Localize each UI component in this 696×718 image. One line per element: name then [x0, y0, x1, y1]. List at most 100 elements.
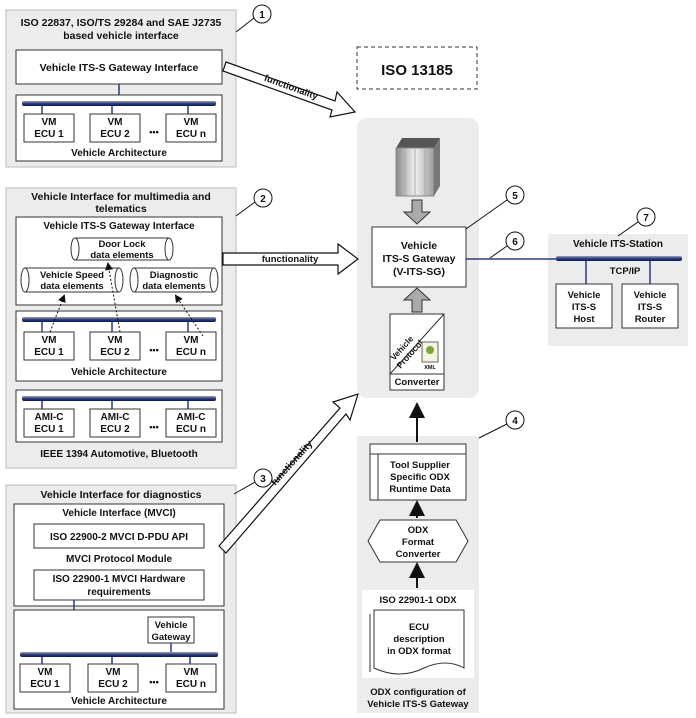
panel1-ecu-1 — [23, 113, 75, 143]
callout-1: 1 — [235, 4, 272, 33]
callout-7: 7 — [617, 207, 656, 237]
svg-text:ECU n: ECU n — [176, 424, 206, 435]
svg-text:ECU 1: ECU 1 — [34, 129, 64, 140]
svg-text:Diagnostic: Diagnostic — [150, 270, 199, 281]
svg-text:Vehicle: Vehicle — [568, 290, 601, 301]
panel2-ecu-1 — [23, 331, 75, 361]
svg-text:ECU n: ECU n — [176, 347, 206, 358]
panel2-title-line2: telematics — [95, 203, 147, 215]
panel1-title-line2: based vehicle interface — [63, 30, 179, 42]
svg-text:Specific ODX: Specific ODX — [390, 472, 450, 483]
panel3-title: Vehicle Interface for diagnostics — [40, 489, 201, 501]
panel3-bus — [20, 652, 218, 657]
panel3-architecture-label: Vehicle Architecture — [71, 696, 167, 707]
iso-13185-label: ISO 13185 — [381, 62, 453, 79]
svg-text:VM: VM — [42, 117, 57, 128]
svg-text:Gateway: Gateway — [151, 632, 191, 643]
svg-text:6: 6 — [512, 237, 518, 248]
svg-text:VM: VM — [184, 117, 199, 128]
panel-vehicle-interface-iso: ISO 22837, ISO/TS 29284 and SAE J2735 ba… — [5, 9, 237, 168]
svg-text:ODX configuration of: ODX configuration of — [370, 687, 466, 698]
svg-text:Host: Host — [573, 314, 595, 325]
svg-text:ISO 22901-1 ODX: ISO 22901-1 ODX — [379, 595, 457, 606]
svg-text:in ODX format: in ODX format — [387, 646, 452, 657]
svg-text:3: 3 — [260, 474, 266, 485]
svg-text:functionality: functionality — [262, 254, 319, 265]
svg-text:ECU 2: ECU 2 — [100, 129, 130, 140]
callout-2: 2 — [235, 188, 273, 217]
svg-text:VM: VM — [106, 667, 121, 678]
svg-text:ECU 2: ECU 2 — [100, 424, 130, 435]
odx-configuration-panel: Tool Supplier Specific ODX Runtime Data … — [357, 402, 479, 713]
ami-c-ecu-1 — [23, 408, 75, 438]
ami-c-ecu-2 — [89, 408, 141, 438]
svg-text:ECU 1: ECU 1 — [30, 679, 60, 690]
door-lock-data-elements: Door Lock data elements — [70, 237, 174, 261]
panel2-bus-label: IEEE 1394 Automotive, Bluetooth — [40, 449, 197, 460]
svg-text:Vehicle: Vehicle — [155, 620, 188, 631]
station-bus — [556, 256, 682, 261]
panel1-dots: ••• — [149, 127, 158, 137]
svg-text:Converter: Converter — [396, 549, 441, 560]
panel1-bus — [22, 101, 216, 106]
panel1-gateway-interface-box — [15, 49, 223, 85]
panel3-ecu-2 — [87, 663, 139, 693]
svg-text:•••: ••• — [149, 422, 158, 432]
xml-document-icon: XML — [421, 341, 439, 371]
functionality-arrow-2: functionality — [222, 242, 359, 276]
svg-text:•••: ••• — [149, 345, 158, 355]
svg-text:AMI-C: AMI-C — [101, 412, 130, 423]
ecu-description-document — [373, 609, 465, 675]
odx-format-converter — [367, 519, 469, 563]
svg-text:•••: ••• — [149, 677, 158, 687]
svg-text:Door Lock: Door Lock — [99, 239, 147, 250]
svg-text:TCP/IP: TCP/IP — [610, 266, 641, 277]
svg-text:data elements: data elements — [142, 281, 205, 292]
svg-text:ECU: ECU — [409, 622, 429, 633]
panel3-ecu-n — [165, 663, 217, 693]
svg-text:ECU 1: ECU 1 — [34, 347, 64, 358]
svg-text:Vehicle Interface (MVCI): Vehicle Interface (MVCI) — [62, 508, 175, 519]
svg-text:ECU n: ECU n — [176, 129, 206, 140]
diagnostic-data-elements: Diagnostic data elements — [129, 267, 219, 293]
vehicle-its-s-host — [555, 283, 613, 329]
station-title: Vehicle ITS-Station — [573, 239, 663, 250]
panel1-ecu-2 — [89, 113, 141, 143]
svg-text:VM: VM — [184, 335, 199, 346]
svg-text:Format: Format — [402, 537, 435, 548]
mvci-protocol-module-label: MVCI Protocol Module — [66, 554, 173, 565]
ami-c-ecu-n — [165, 408, 217, 438]
svg-text:functionality: functionality — [269, 438, 315, 488]
svg-text:1: 1 — [259, 10, 265, 21]
panel-vehicle-interface-diagnostics: Vehicle Interface for diagnostics Vehicl… — [5, 484, 237, 714]
svg-text:Converter: Converter — [395, 377, 440, 388]
svg-text:2: 2 — [260, 194, 266, 205]
callout-6: 6 — [489, 231, 525, 259]
d-pdu-api-box — [33, 523, 205, 549]
panel2-architecture-label: Vehicle Architecture — [71, 367, 167, 378]
panel1-ecu-n — [165, 113, 217, 143]
panel1-architecture-label: Vehicle Architecture — [71, 148, 167, 159]
svg-text:XML: XML — [424, 365, 436, 371]
panel2-title-line1: Vehicle Interface for multimedia and — [31, 191, 211, 203]
svg-text:VM: VM — [42, 335, 57, 346]
v-its-sg-box — [371, 226, 467, 288]
svg-text:requirements: requirements — [87, 587, 151, 598]
svg-text:data elements: data elements — [40, 281, 103, 292]
svg-text:Vehicle ITS-S Gateway Interfac: Vehicle ITS-S Gateway Interface — [43, 221, 195, 232]
svg-text:VM: VM — [108, 335, 123, 346]
svg-text:ODX: ODX — [408, 525, 429, 536]
panel3-ecu-1 — [19, 663, 71, 693]
svg-text:7: 7 — [643, 213, 649, 224]
svg-text:ECU n: ECU n — [176, 679, 206, 690]
svg-text:ECU 2: ECU 2 — [100, 347, 130, 358]
panel1-title-line1: ISO 22837, ISO/TS 29284 and SAE J2735 — [21, 17, 222, 29]
vehicle-its-station: Vehicle ITS-Station TCP/IP Vehicle ITS-S… — [466, 234, 688, 346]
callout-3: 3 — [233, 468, 273, 495]
callout-4: 4 — [478, 410, 525, 439]
svg-text:ITS-S: ITS-S — [638, 302, 662, 313]
panel2-ecu-n — [165, 331, 217, 361]
mvci-hardware-box — [33, 569, 205, 601]
callout-5: 5 — [465, 185, 525, 230]
